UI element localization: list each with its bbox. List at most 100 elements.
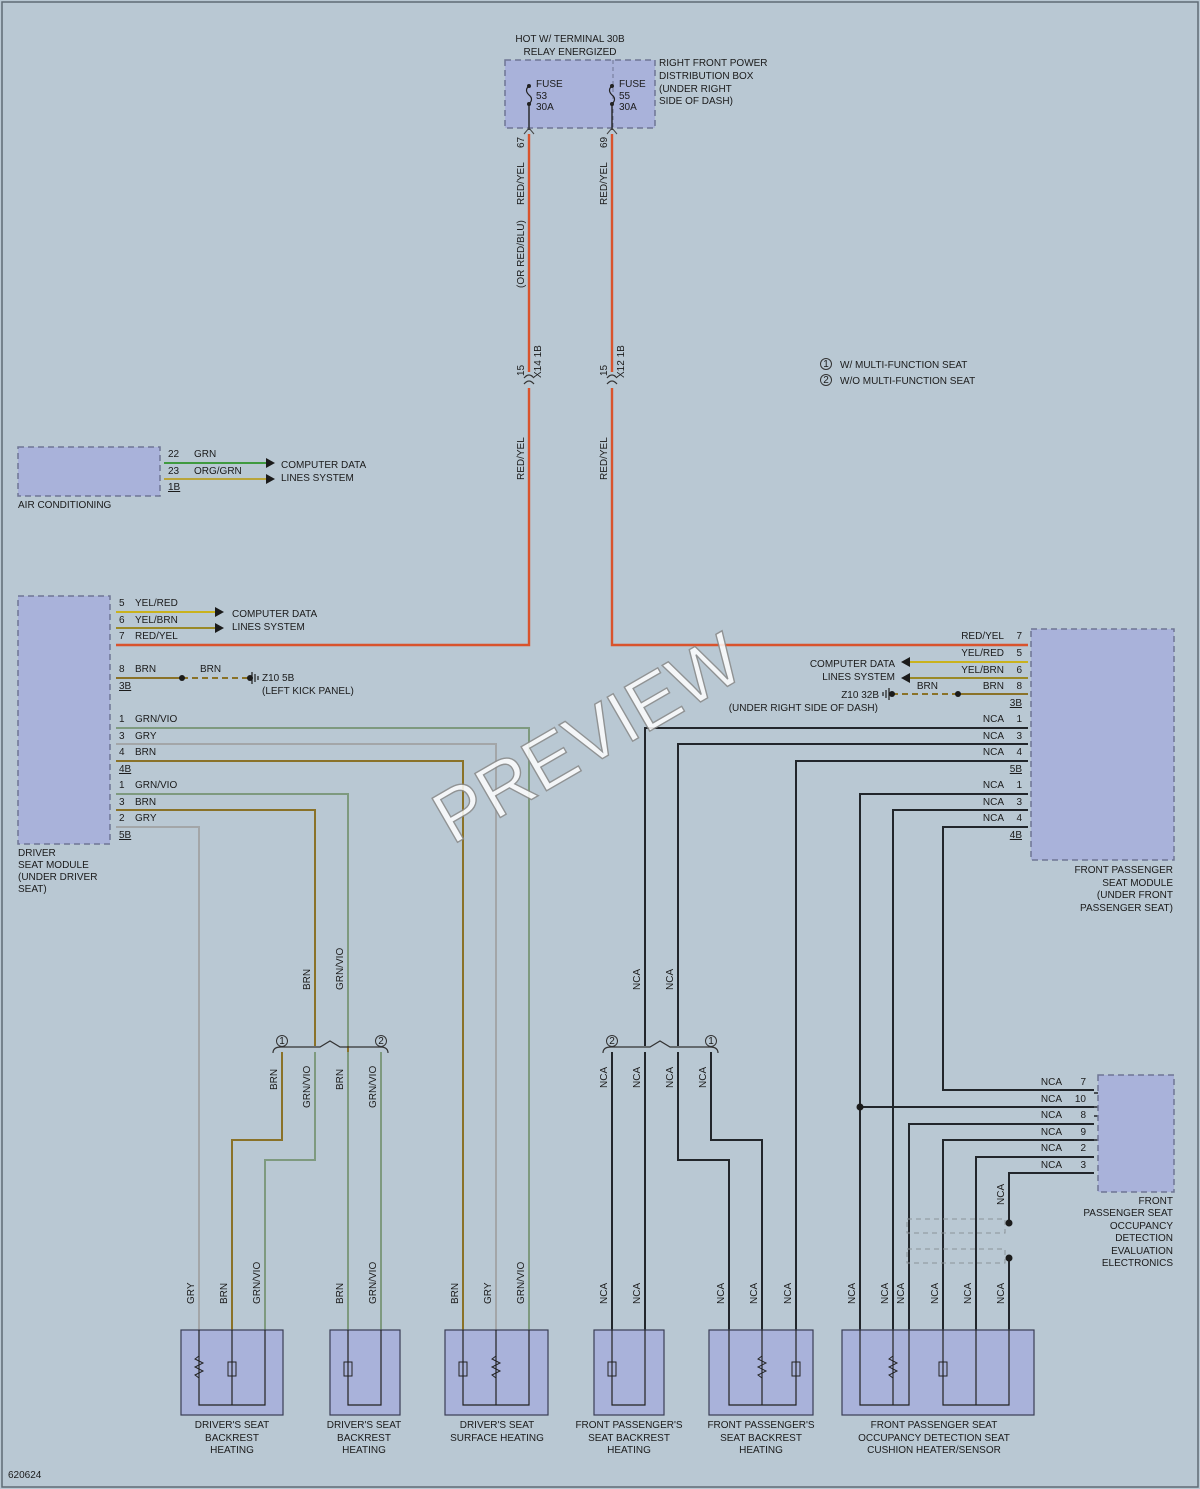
- occupancy-wire-3: NCA: [1041, 1160, 1062, 1171]
- passenger-module-body: [1030, 628, 1175, 861]
- occupancy-pin-10: 10: [1075, 1094, 1087, 1105]
- wire-label-redyel-1: RED/YEL: [516, 162, 527, 205]
- passenger-connector-4b: 4B: [1010, 830, 1023, 841]
- comp4-wire-1: NCA: [599, 1283, 610, 1304]
- occupancy-wire-9: NCA: [1041, 1127, 1062, 1138]
- top-caption-line-1: HOT W/ TERMINAL 30B: [515, 34, 625, 45]
- passenger-module-label-4: PASSENGER SEAT): [1080, 903, 1173, 914]
- comp5-label-3: HEATING: [739, 1445, 783, 1456]
- top-caption-line-2: RELAY ENERGIZED: [524, 47, 617, 58]
- comp1-wire-2: BRN: [219, 1283, 230, 1304]
- driver-destination-1: COMPUTER DATA: [232, 609, 318, 620]
- driver-seat-module: DRIVER SEAT MODULE (UNDER DRIVER SEAT) 5…: [17, 595, 354, 895]
- ac-connector: 1B: [168, 482, 181, 493]
- driver-splice-num-1: 1: [279, 1036, 285, 1047]
- passenger-split-3: NCA: [665, 1067, 676, 1088]
- passenger-5b-wire-4: NCA: [983, 747, 1004, 758]
- driver-module-label-1: DRIVER: [18, 848, 56, 859]
- occupancy-pin-2: 2: [1080, 1143, 1086, 1154]
- occupancy-pin-8: 8: [1080, 1110, 1086, 1121]
- fuse-53-pin: 67: [516, 136, 527, 148]
- passenger-pin-6: 6: [1016, 665, 1022, 676]
- fuse-box-label-2: DISTRIBUTION BOX: [659, 71, 754, 82]
- passenger-splice-num-2: 2: [609, 1036, 615, 1047]
- ac-pin-22: 22: [168, 449, 180, 460]
- component-driver-surface: BRN GRY GRN/VIO DRIVER'S SEAT SURFACE HE…: [444, 1262, 549, 1444]
- passenger-seat-module: FRONT PASSENGER SEAT MODULE (UNDER FRONT…: [729, 628, 1175, 914]
- passenger-wires: [611, 727, 1159, 1330]
- connector-pin-1: 15: [516, 364, 527, 376]
- comp2-wire-1: BRN: [335, 1283, 346, 1304]
- comp6-label-2: OCCUPANCY DETECTION SEAT: [858, 1433, 1010, 1444]
- passenger-module-label-3: (UNDER FRONT: [1097, 890, 1173, 901]
- fuse-box: HOT W/ TERMINAL 30B RELAY ENERGIZED RIGH…: [504, 34, 768, 130]
- passenger-vertical-nca-2: NCA: [665, 969, 676, 990]
- wire-label-redyel-4: RED/YEL: [599, 437, 610, 480]
- driver-4b-pin-3: 3: [119, 731, 125, 742]
- passenger-ground-wire-2: BRN: [917, 681, 938, 692]
- driver-vertical-grnvio: GRN/VIO: [335, 948, 346, 990]
- passenger-5b-wire-1: NCA: [983, 714, 1004, 725]
- comp4-label-3: HEATING: [607, 1445, 651, 1456]
- comp5-wire-3: NCA: [783, 1283, 794, 1304]
- driver-module-body: [17, 595, 111, 845]
- driver-5b-wire-1: GRN/VIO: [135, 780, 177, 791]
- component-passenger-backrest-2: NCA NCA NCA FRONT PASSENGER'S SEAT BACKR…: [707, 1283, 814, 1456]
- passenger-wire-redyel: RED/YEL: [961, 631, 1004, 642]
- comp6-wire-4: NCA: [930, 1283, 941, 1304]
- passenger-pin-7: 7: [1016, 631, 1022, 642]
- passenger-junctions: [856, 1103, 1013, 1264]
- comp3-wire-2: GRY: [483, 1282, 494, 1304]
- driver-split-1: BRN: [269, 1069, 280, 1090]
- ac-wire-orggrn: ORG/GRN: [194, 466, 242, 477]
- comp6-wire-3: NCA: [896, 1283, 907, 1304]
- passenger-4b-pin-1: 1: [1016, 780, 1022, 791]
- comp6-wire-6: NCA: [996, 1283, 1007, 1304]
- occupancy-label-6: ELECTRONICS: [1102, 1258, 1173, 1269]
- wire-label-redyel-2: RED/YEL: [599, 162, 610, 205]
- driver-splice: 1 2 BRN GRN/VIO BRN GRN/VIO BRN GRN/VIO: [269, 948, 389, 1108]
- driver-5b-pin-1: 1: [119, 780, 125, 791]
- driver-module-label-3: (UNDER DRIVER: [18, 872, 97, 883]
- passenger-4b-pin-3: 3: [1016, 797, 1022, 808]
- driver-module-label-2: SEAT MODULE: [18, 860, 89, 871]
- driver-vertical-brn: BRN: [302, 969, 313, 990]
- passenger-4b-pin-4: 4: [1016, 813, 1022, 824]
- component-passenger-cushion: NCA NCA NCA NCA NCA NCA FRONT PASSENGER …: [841, 1283, 1035, 1456]
- comp2-label-2: BACKREST: [337, 1433, 391, 1444]
- driver-4b-wire-4: BRN: [135, 747, 156, 758]
- comp1-label-3: HEATING: [210, 1445, 254, 1456]
- passenger-pin-5: 5: [1016, 648, 1022, 659]
- wire-label-alt: (OR RED/BLU): [516, 220, 527, 288]
- passenger-connector-5b: 5B: [1010, 764, 1023, 775]
- fuse-55-name: FUSE: [619, 79, 646, 90]
- comp1-label-1: DRIVER'S SEAT: [195, 1420, 270, 1431]
- driver-ground-name: Z10 5B: [262, 673, 295, 684]
- ac-wire-grn: GRN: [194, 449, 216, 460]
- comp3-label-1: DRIVER'S SEAT: [460, 1420, 535, 1431]
- air-conditioning-label: AIR CONDITIONING: [18, 500, 112, 511]
- fuse-53: FUSE 53 30A: [525, 79, 563, 130]
- occupancy-label-4: DETECTION: [1115, 1233, 1173, 1244]
- component-driver-backrest-1: GRY BRN GRN/VIO DRIVER'S SEAT BACKREST H…: [180, 1262, 284, 1456]
- driver-5b-wire-3: BRN: [135, 797, 156, 808]
- driver-splice-num-2: 2: [378, 1036, 384, 1047]
- fuse-53-name: FUSE: [536, 79, 563, 90]
- passenger-wire-yelbrn: YEL/BRN: [961, 665, 1004, 676]
- passenger-splice-num-1: 1: [708, 1036, 714, 1047]
- comp2-wire-2: GRN/VIO: [368, 1262, 379, 1304]
- driver-split-3: BRN: [335, 1069, 346, 1090]
- ac-destination-2: LINES SYSTEM: [281, 473, 354, 484]
- driver-module-label-4: SEAT): [18, 884, 47, 895]
- passenger-module-label-1: FRONT PASSENGER: [1074, 865, 1173, 876]
- fuse-55-number: 55: [619, 91, 631, 102]
- legend-num-2: 2: [823, 375, 829, 386]
- connector-x12: X12 1B: [616, 345, 627, 378]
- driver-destination-2: LINES SYSTEM: [232, 622, 305, 633]
- feed-wires: 67 69 RED/YEL RED/YEL (OR RED/BLU) 15 X1…: [116, 127, 1028, 647]
- comp5-wire-1: NCA: [716, 1283, 727, 1304]
- comp4-wire-2: NCA: [632, 1283, 643, 1304]
- passenger-pin-8: 8: [1016, 681, 1022, 692]
- driver-wire-redyel: RED/YEL: [135, 631, 178, 642]
